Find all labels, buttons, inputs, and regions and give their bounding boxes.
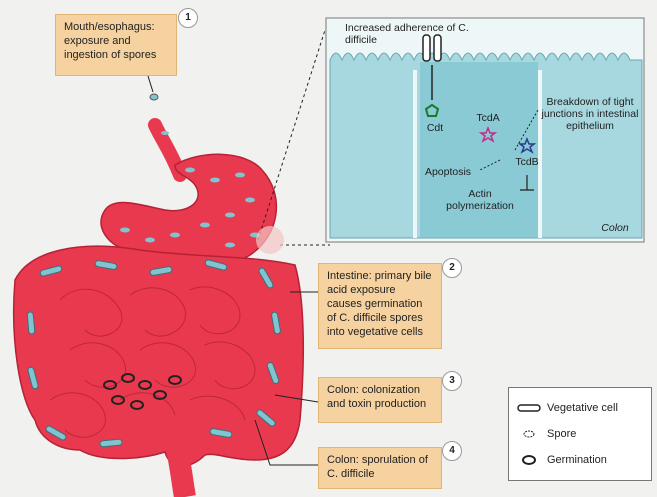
legend: Vegetative cell Spore Germination: [508, 387, 652, 481]
callout-4-text: Colon: sporulation of C. difficile: [327, 454, 428, 480]
callout-4: Colon: sporulation of C. difficile: [318, 447, 442, 489]
legend-label-vegetative: Vegetative cell: [547, 402, 618, 414]
step-3-badge: 3: [442, 371, 462, 391]
ingested-spore: [150, 94, 158, 100]
rectum: [175, 440, 185, 497]
tcda-label: TcdA: [468, 112, 508, 124]
apoptosis-label: Apoptosis: [418, 166, 478, 178]
callout-2-text: Intestine: primary bile acid exposure ca…: [327, 270, 432, 338]
legend-label-spore: Spore: [547, 428, 576, 440]
callout-2: Intestine: primary bile acid exposure ca…: [318, 263, 442, 349]
legend-label-germination: Germination: [547, 454, 607, 466]
step-1-badge: 1: [178, 8, 198, 28]
callout-1-text: Mouth/esophagus: exposure and ingestion …: [64, 21, 156, 61]
step-2-badge: 2: [442, 258, 462, 278]
zoom-marker: [256, 226, 284, 254]
legend-row-vegetative: Vegetative cell: [517, 402, 618, 414]
tcdb-label: TcdB: [512, 156, 542, 168]
callout-3-text: Colon: colonization and toxin production: [327, 384, 426, 410]
rod-icon: [517, 403, 541, 413]
legend-row-germination: Germination: [517, 454, 607, 466]
breakdown-label: Breakdown of tight junctions in intestin…: [540, 96, 640, 132]
callout-1: Mouth/esophagus: exposure and ingestion …: [55, 14, 177, 76]
step-4-badge: 4: [442, 441, 462, 461]
legend-row-spore: Spore: [517, 428, 576, 440]
actin-label: Actin polymerization: [440, 188, 520, 212]
colon-label: Colon: [595, 222, 635, 234]
callout-3: Colon: colonization and toxin production: [318, 377, 442, 423]
inset-title: Increased adherence of C. difficile: [345, 22, 475, 46]
cdt-label: Cdt: [420, 122, 450, 134]
germination-icon: [517, 455, 541, 465]
spore-icon: [517, 429, 541, 439]
